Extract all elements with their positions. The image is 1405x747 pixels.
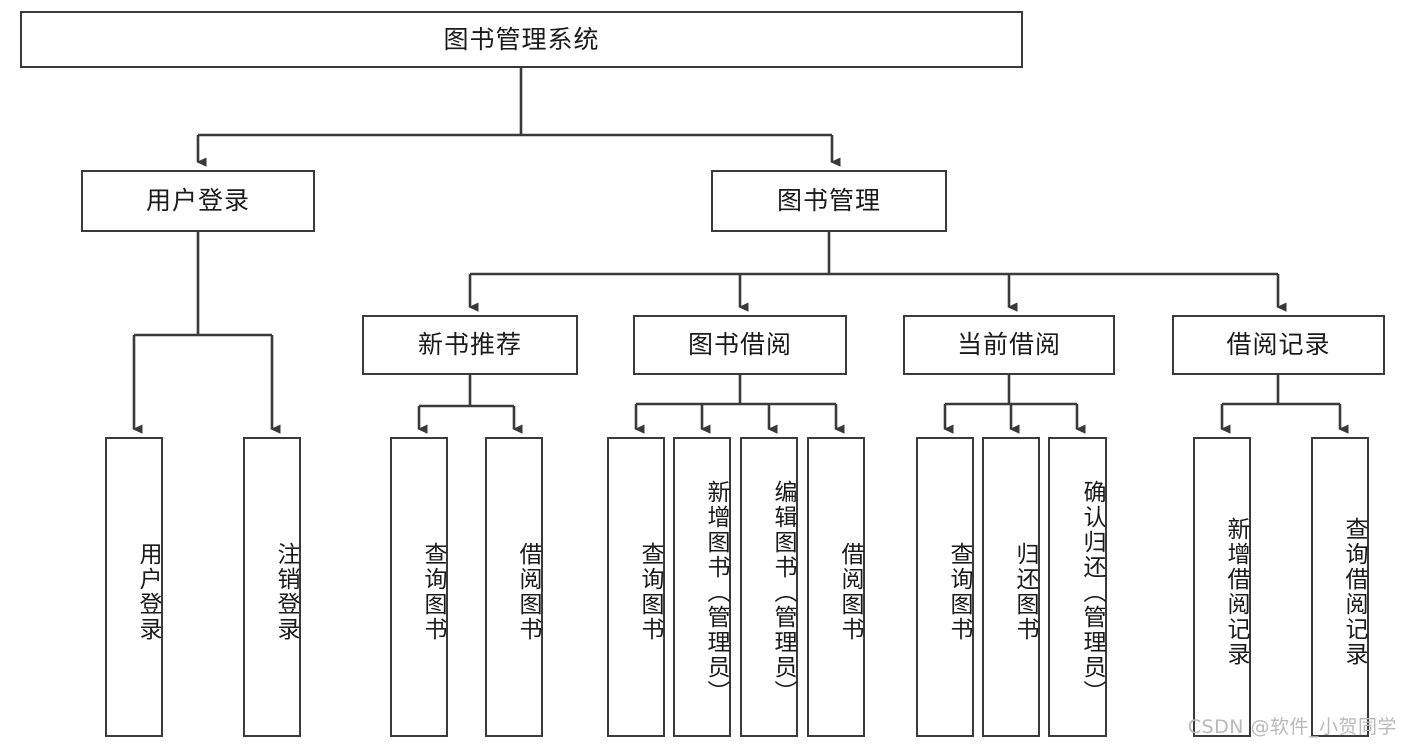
node-root-label: 图书管理系统: [443, 24, 600, 54]
node-current-borrow-label: 当前借阅: [956, 330, 1061, 360]
node-leaf-borrow-book-1[interactable]: 借阅图书: [485, 437, 543, 737]
node-leaf-query-book-1-label: 查询图书: [420, 542, 446, 642]
node-current-borrow[interactable]: 当前借阅: [903, 315, 1115, 375]
node-leaf-edit-book[interactable]: 编辑图书（管理员）: [740, 437, 798, 737]
node-leaf-query-book-2[interactable]: 查询图书: [607, 437, 665, 737]
node-leaf-confirm-return[interactable]: 确认归还（管理员）: [1048, 437, 1107, 737]
node-leaf-edit-book-label: 编辑图书（管理员）: [770, 479, 796, 705]
node-leaf-logout-login[interactable]: 注销登录: [243, 437, 301, 737]
node-leaf-user-login[interactable]: 用户登录: [105, 437, 163, 737]
node-leaf-return-book[interactable]: 归还图书: [982, 437, 1040, 737]
node-book-borrow[interactable]: 图书借阅: [633, 315, 847, 375]
node-borrow-record[interactable]: 借阅记录: [1172, 315, 1385, 375]
node-book-manage-label: 图书管理: [776, 186, 881, 216]
node-leaf-query-record-label: 查询借阅记录: [1341, 517, 1367, 667]
node-leaf-add-book-label: 新增图书（管理员）: [703, 479, 729, 705]
node-leaf-user-login-label: 用户登录: [135, 542, 161, 642]
node-leaf-query-record[interactable]: 查询借阅记录: [1311, 437, 1369, 737]
node-user-login[interactable]: 用户登录: [81, 170, 315, 232]
node-leaf-query-book-1[interactable]: 查询图书: [390, 437, 448, 737]
node-leaf-confirm-return-label: 确认归还（管理员）: [1079, 479, 1105, 705]
node-new-book-recommend[interactable]: 新书推荐: [362, 315, 578, 375]
node-leaf-borrow-book-1-label: 借阅图书: [515, 542, 541, 642]
node-leaf-query-book-3-label: 查询图书: [946, 542, 972, 642]
node-leaf-borrow-book-2[interactable]: 借阅图书: [807, 437, 865, 737]
node-user-login-label: 用户登录: [145, 186, 250, 216]
node-leaf-add-record[interactable]: 新增借阅记录: [1193, 437, 1251, 737]
node-leaf-add-record-label: 新增借阅记录: [1223, 517, 1249, 667]
node-leaf-query-book-3[interactable]: 查询图书: [916, 437, 974, 737]
node-root[interactable]: 图书管理系统: [20, 11, 1023, 68]
node-borrow-record-label: 借阅记录: [1226, 330, 1331, 360]
node-leaf-query-book-2-label: 查询图书: [637, 542, 663, 642]
node-leaf-logout-login-label: 注销登录: [273, 542, 299, 642]
node-book-manage[interactable]: 图书管理: [711, 170, 947, 232]
node-new-book-recommend-label: 新书推荐: [417, 330, 522, 360]
node-leaf-return-book-label: 归还图书: [1012, 542, 1038, 642]
node-book-borrow-label: 图书借阅: [687, 330, 792, 360]
node-leaf-add-book[interactable]: 新增图书（管理员）: [673, 437, 731, 737]
node-leaf-borrow-book-2-label: 借阅图书: [837, 542, 863, 642]
watermark: CSDN @软件_小贺同学: [1187, 716, 1397, 738]
